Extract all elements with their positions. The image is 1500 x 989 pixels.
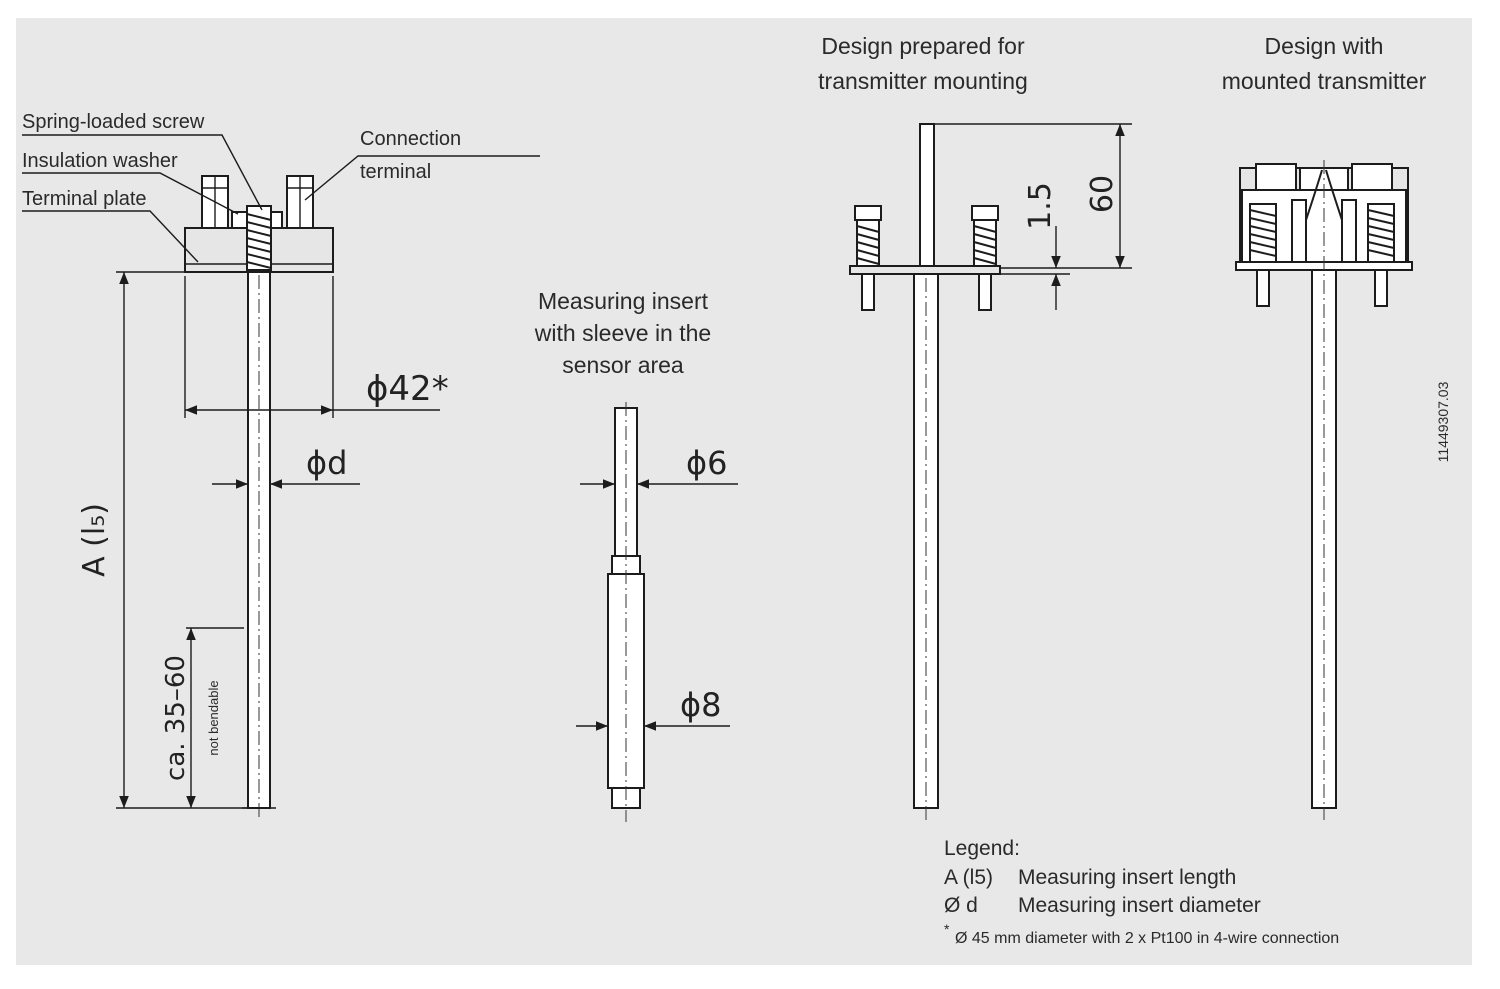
transmitter-spring-left (1249, 203, 1277, 307)
title-design-mounted-line1: Design with (1265, 33, 1384, 59)
label-terminal-plate: Terminal plate (22, 188, 147, 210)
footnote: Ø 45 mm diameter with 2 x Pt100 in 4-wir… (955, 930, 1339, 947)
legend-symbol-d: Ø d (944, 894, 978, 917)
dim-ca-35-60: ca. 35–60 (161, 655, 191, 781)
label-connection-terminal-line2: terminal (360, 161, 431, 183)
mounting-plate (849, 265, 1001, 275)
label-connection-terminal-line1: Connection (360, 128, 461, 150)
title-design-mounted-line2: mounted transmitter (1222, 68, 1427, 94)
insert-with-terminal-plate (22, 134, 540, 818)
footnote-mark: * (944, 921, 950, 937)
spring-left (854, 205, 882, 311)
label-not-bendable: not bendable (206, 680, 221, 755)
title-design-prepared-line2: transmitter mounting (818, 68, 1028, 94)
design-mounted-transmitter (1235, 160, 1413, 820)
label-insulation-washer: Insulation washer (22, 150, 178, 172)
legend-text-a: Measuring insert length (1018, 866, 1236, 889)
title-measuring-insert-line2: with sleeve in the (534, 320, 711, 346)
dim-diameter-d: ϕd (306, 444, 347, 482)
mounting-pin (919, 123, 935, 267)
legend: Legend: A (l5) Measuring insert length Ø… (944, 837, 1339, 947)
dim-height-60: 60 (1085, 175, 1120, 213)
label-spring-loaded-screw: Spring-loaded screw (22, 111, 205, 133)
title-measuring-insert-line3: sensor area (562, 352, 684, 378)
dim-diameter-6: ϕ6 (686, 444, 727, 482)
design-prepared-transmitter (849, 123, 1132, 820)
dim-diameter-8: ϕ8 (680, 686, 721, 724)
drawing-background (16, 18, 1472, 965)
dim-diameter-42: ϕ42* (366, 369, 449, 409)
legend-title: Legend: (944, 837, 1020, 860)
insert-with-sleeve (576, 402, 738, 822)
title-measuring-insert-line1: Measuring insert (538, 288, 709, 314)
dim-length-a: A (l₅) (77, 503, 112, 577)
title-design-prepared-line1: Design prepared for (821, 33, 1025, 59)
figure-id: 11449307.03 (1435, 381, 1451, 462)
dim-height-1-5: 1.5 (1023, 182, 1058, 230)
legend-text-d: Measuring insert diameter (1018, 894, 1261, 917)
legend-symbol-a: A (l5) (944, 866, 993, 889)
spring-right (971, 205, 999, 311)
